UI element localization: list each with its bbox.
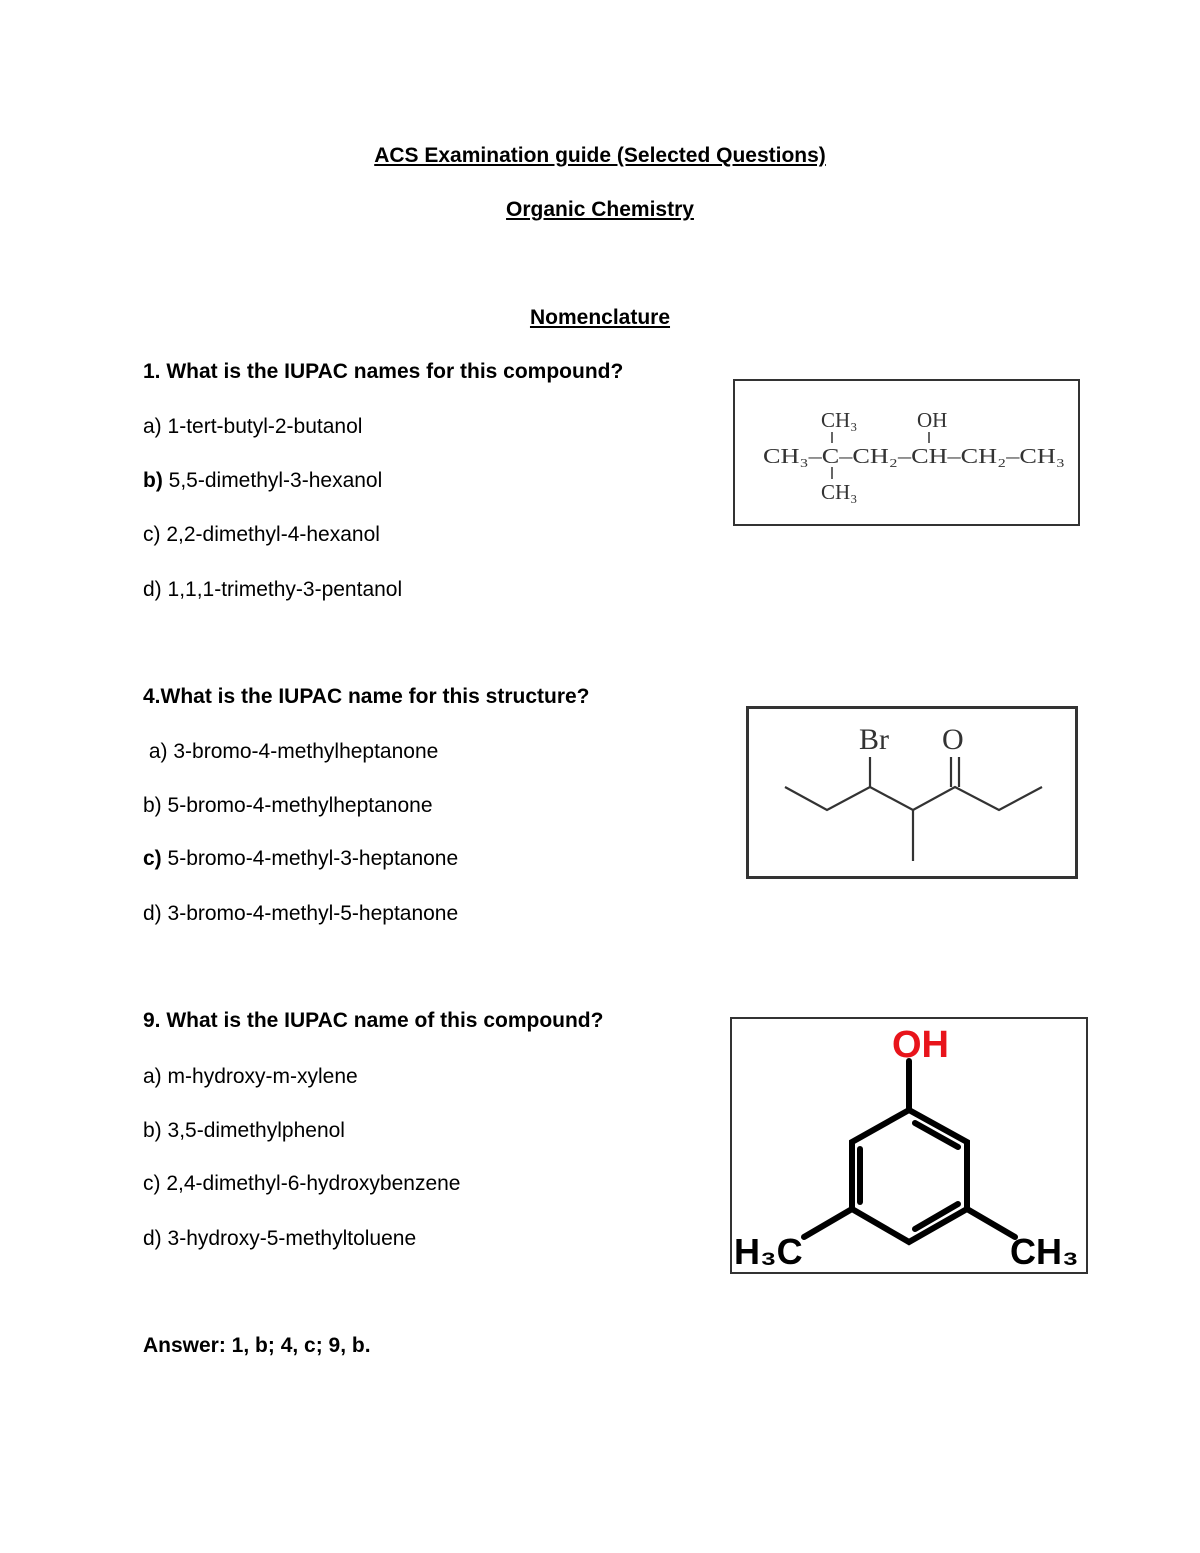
option-letter: a) (143, 740, 168, 763)
document-title: ACS Examination guide (Selected Question… (374, 144, 826, 167)
option-text: 3-hydroxy-5-methyltoluene (161, 1227, 417, 1250)
question-9-option-c: c) 2,4-dimethyl-6-hydroxybenzene (143, 1172, 461, 1196)
option-text: 5-bromo-4-methyl-3-heptanone (161, 847, 459, 870)
option-text: 1-tert-butyl-2-butanol (161, 415, 363, 438)
option-letter: b) (143, 1119, 162, 1142)
question-4-option-a: a) 3-bromo-4-methylheptanone (143, 740, 439, 764)
structure-label: CH₃–C–CH₂–CH–CH₂–CH₃ (763, 444, 1065, 468)
question-4-option-c: c) 5-bromo-4-methyl-3-heptanone (143, 847, 458, 871)
section-heading: Nomenclature (529, 306, 671, 329)
methyl-label-right: CH₃ (1010, 1231, 1079, 1272)
option-text: 1,1,1-trimethy-3-pentanol (161, 578, 403, 601)
document-subject: Organic Chemistry (506, 198, 694, 221)
structure-4-frame: Br O (746, 706, 1078, 879)
option-text: 2,2-dimethyl-4-hexanol (160, 523, 380, 546)
option-text: 2,4-dimethyl-6-hydroxybenzene (160, 1172, 461, 1195)
question-1-prompt: 1. What is the IUPAC names for this comp… (143, 360, 624, 383)
structure-label: OH (917, 408, 947, 432)
question-1-option-c: c) 2,2-dimethyl-4-hexanol (143, 523, 380, 547)
question-4-option-b: b) 5-bromo-4-methylheptanone (143, 794, 433, 818)
option-text: m-hydroxy-m-xylene (161, 1065, 358, 1088)
structure-label: Br (859, 723, 889, 756)
option-letter: d) (143, 902, 162, 925)
question-9-option-d: d) 3-hydroxy-5-methyltoluene (143, 1227, 416, 1251)
option-text: 5-bromo-4-methylheptanone (161, 794, 433, 817)
option-text: 3-bromo-4-methyl-5-heptanone (161, 902, 459, 925)
option-letter: a) (143, 1065, 162, 1088)
structure-9-diagram: OH H₃C CH₃ (734, 1024, 1079, 1272)
option-text: 5,5-dimethyl-3-hexanol (162, 469, 383, 492)
structure-1-frame: CH₃ OH CH₃–C–CH₂–CH–CH₂–CH₃ CH₃ (733, 379, 1080, 526)
hydroxyl-label: OH (892, 1024, 949, 1066)
question-4-prompt: 4.What is the IUPAC name for this struct… (143, 685, 590, 708)
question-9-option-a: a) m-hydroxy-m-xylene (143, 1065, 358, 1089)
option-letter: a) (143, 415, 162, 438)
option-letter: c) (143, 847, 162, 870)
option-letter: c) (143, 1172, 161, 1195)
option-letter: d) (143, 578, 162, 601)
structure-label: CH₃ (821, 480, 858, 504)
structure-9-frame: OH H₃C CH₃ (730, 1017, 1088, 1274)
option-text: 3,5-dimethylphenol (161, 1119, 345, 1142)
option-letter: d) (143, 1227, 162, 1250)
question-1-option-a: a) 1-tert-butyl-2-butanol (143, 415, 362, 439)
question-9-option-b: b) 3,5-dimethylphenol (143, 1119, 345, 1143)
methyl-label-left: H₃C (734, 1231, 803, 1272)
structure-4-diagram: Br O (784, 723, 1043, 861)
structure-label: O (942, 723, 964, 756)
structure-1-diagram: CH₃ OH CH₃–C–CH₂–CH–CH₂–CH₃ CH₃ (763, 408, 1065, 504)
option-letter: b) (143, 794, 162, 817)
question-1-option-d: d) 1,1,1-trimethy-3-pentanol (143, 578, 402, 602)
option-text: 3-bromo-4-methylheptanone (167, 740, 439, 763)
option-letter: b) (143, 469, 163, 492)
option-letter: c) (143, 523, 161, 546)
answer-key: Answer: 1, b; 4, c; 9, b. (143, 1334, 371, 1357)
structure-label: CH₃ (821, 408, 858, 432)
question-9-prompt: 9. What is the IUPAC name of this compou… (143, 1009, 604, 1032)
question-4-option-d: d) 3-bromo-4-methyl-5-heptanone (143, 902, 458, 926)
question-1-option-b: b) 5,5-dimethyl-3-hexanol (143, 469, 382, 493)
